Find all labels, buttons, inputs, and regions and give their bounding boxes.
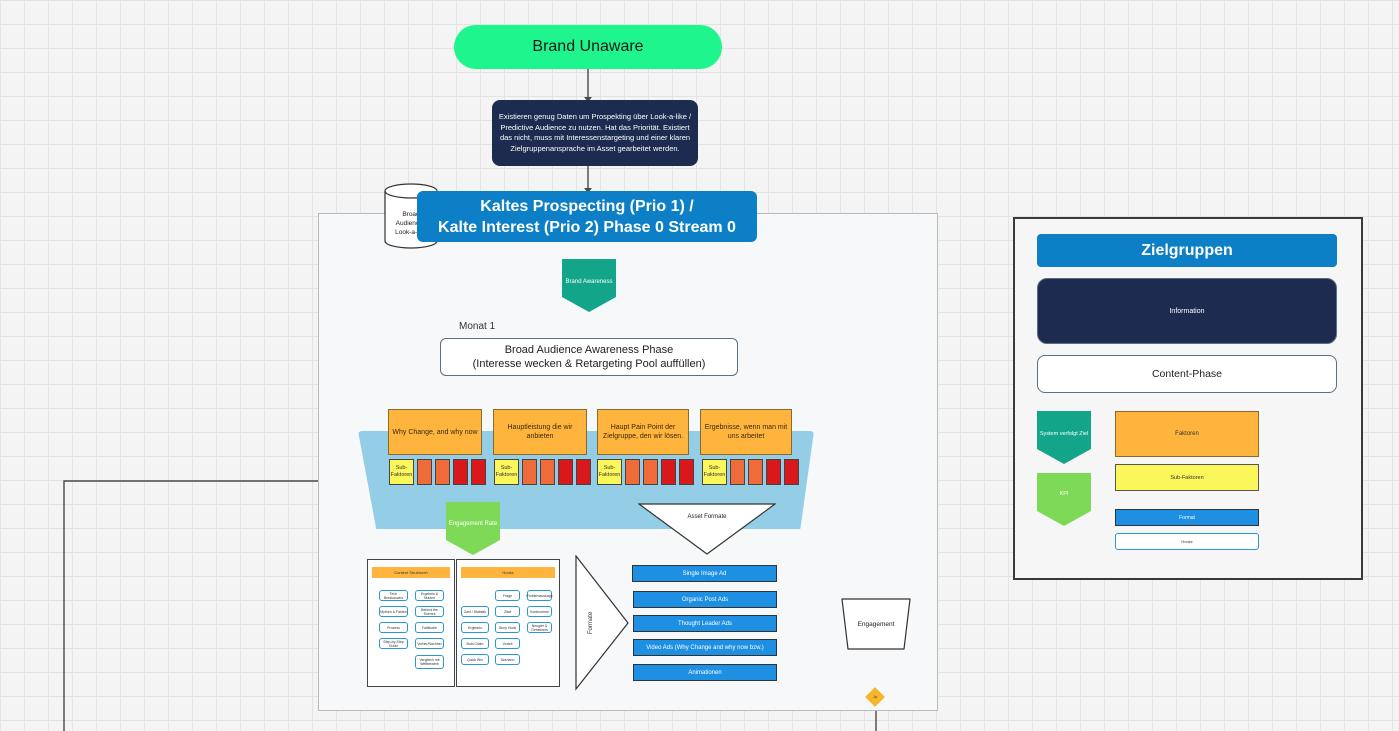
content-chip[interactable]: Vorher/Nachher — [415, 638, 444, 649]
start-label: Brand Unaware — [532, 38, 644, 55]
hook-chip[interactable]: Bold Claim — [461, 638, 489, 649]
asset-format-item[interactable]: Animationen — [633, 664, 777, 681]
content-chip[interactable]: Behind the Scenes — [415, 606, 444, 617]
hook-chip[interactable]: Problemaussage — [526, 590, 553, 601]
subfactor-cell[interactable] — [435, 459, 450, 485]
month-label: Monat 1 — [459, 321, 496, 332]
factor-box[interactable]: Hauptleistung die wir anbieten — [493, 409, 587, 455]
awareness-phase-box[interactable]: Broad Audience Awareness Phase (Interess… — [440, 338, 738, 376]
stream-header[interactable]: Kaltes Prospecting (Prio 1) / Kalte Inte… — [417, 191, 757, 242]
engagement-rate-kpi-shape[interactable] — [446, 502, 500, 556]
legend-kpi-label: KPI — [1059, 491, 1069, 497]
legend-format[interactable]: Format — [1115, 509, 1259, 526]
content-structures-column: Content Strukturen Tech Breakdowns Ergeb… — [367, 559, 455, 687]
legend-kpi-goal-shape[interactable] — [1037, 411, 1091, 465]
subfactor-cell[interactable] — [471, 459, 486, 485]
asset-format-item[interactable]: Thought Leader Ads — [633, 615, 777, 632]
column-header: Hooks — [461, 567, 555, 578]
subfactor-cell[interactable] — [679, 459, 694, 485]
subfactor-row: Sub-Faktoren — [597, 459, 694, 485]
content-chip[interactable]: Tech Breakdowns — [379, 590, 408, 601]
subfactor-row: Sub-Faktoren — [494, 459, 591, 485]
subfactor-row: Sub-Faktoren — [389, 459, 486, 485]
subfactor-box[interactable]: Sub-Faktoren — [494, 459, 519, 485]
subfactor-cell[interactable] — [661, 459, 676, 485]
hook-chip[interactable]: Szenario — [495, 654, 520, 665]
content-chip[interactable]: Step-by-Step Guide — [379, 638, 408, 649]
hook-chip[interactable]: Neugier & Geheimnis — [527, 622, 552, 633]
engagement-node-label: Engagement — [857, 620, 895, 628]
subfactor-box[interactable]: Sub-Faktoren — [389, 459, 414, 485]
content-chip[interactable]: Vergleich mit Wettbewerb — [415, 655, 444, 669]
formate-label: Formate — [588, 611, 594, 635]
header-line-1: Kaltes Prospecting (Prio 1) / — [480, 197, 694, 215]
subfactor-cell[interactable] — [643, 459, 658, 485]
asset-format-item[interactable]: Video Ads (Why Change and why now bzw.) — [633, 639, 777, 656]
factor-box[interactable]: Why Change, and why now — [388, 409, 482, 455]
subfactor-box[interactable]: Sub-Faktoren — [597, 459, 622, 485]
legend-title: Zielgruppen — [1037, 234, 1337, 267]
factor-box[interactable]: Haupt Pain Point der Zielgruppe, den wir… — [597, 409, 689, 455]
legend-kpi-shape[interactable] — [1037, 473, 1091, 527]
hook-chip[interactable]: Vorteil — [495, 638, 520, 649]
asset-format-item[interactable]: Organic Post Ads — [633, 591, 777, 608]
brand-awareness-kpi-shape[interactable] — [562, 259, 616, 313]
asset-format-item[interactable]: Single Image Ad — [632, 565, 777, 582]
question-text: Existieren genug Daten um Prospekting üb… — [498, 112, 692, 153]
header-line-2: Kalte Interest (Prio 2) Phase 0 Stream 0 — [438, 218, 736, 236]
content-chip[interactable]: Fallstudie — [415, 622, 444, 633]
hook-chip[interactable]: Frage — [495, 590, 520, 601]
content-chip[interactable]: Ergebnis & Nutzen — [415, 590, 444, 601]
hook-chip[interactable]: Zitat — [495, 606, 520, 617]
asset-formate-label: Asset Formate — [687, 514, 727, 520]
subfactor-row: Sub-Faktoren — [702, 459, 799, 485]
phase-line-2: (Interesse wecken & Retargeting Pool auf… — [472, 358, 706, 370]
engagement-rate-label: Engagement Rate — [448, 521, 498, 527]
factor-label: Hauptleistung die wir anbieten — [507, 424, 573, 440]
subfactor-cell[interactable] — [730, 459, 745, 485]
hook-chip[interactable]: Zahl / Statistik — [461, 606, 489, 617]
cylinder-label: Broad Audience / Look-a-like — [395, 210, 427, 236]
start-node[interactable]: Brand Unaware — [454, 25, 722, 69]
hook-chip[interactable]: Quick Win — [461, 654, 489, 665]
hook-chip[interactable]: Story Hook — [495, 622, 520, 633]
formate-triangle[interactable] — [575, 555, 629, 691]
subfactor-cell[interactable] — [522, 459, 537, 485]
engagement-node-shape[interactable] — [840, 597, 912, 653]
phase-line-1: Broad Audience Awareness Phase — [504, 344, 674, 356]
legend-content-phase[interactable]: Content-Phase — [1037, 355, 1337, 393]
factor-label: Ergebnisse, wenn man mit uns arbeitet — [704, 424, 788, 440]
legend-panel: Zielgruppen Information Content-Phase Sy… — [1013, 217, 1363, 580]
factor-box[interactable]: Ergebnisse, wenn man mit uns arbeitet — [700, 409, 792, 455]
subfactor-cell[interactable] — [766, 459, 781, 485]
hook-chip[interactable]: Kontroverse — [527, 606, 552, 617]
hook-chip[interactable]: Ergebnis — [461, 622, 489, 633]
subfactor-cell[interactable] — [748, 459, 763, 485]
brand-awareness-label: Brand Awareness — [565, 279, 613, 285]
subfactor-cell[interactable] — [576, 459, 591, 485]
subfactor-box[interactable]: Sub-Faktoren — [702, 459, 727, 485]
legend-information[interactable]: Information — [1037, 278, 1337, 344]
legend-hooks[interactable]: Hooks — [1115, 533, 1259, 550]
subfactor-cell[interactable] — [417, 459, 432, 485]
factor-label: Haupt Pain Point der Zielgruppe, den wir… — [602, 424, 684, 440]
subfactor-cell[interactable] — [540, 459, 555, 485]
legend-kpi-goal-label: System verfolgt Ziel — [1039, 431, 1089, 437]
subfactor-cell[interactable] — [453, 459, 468, 485]
decision-question[interactable]: Existieren genug Daten um Prospekting üb… — [492, 100, 698, 166]
subfactor-cell[interactable] — [784, 459, 799, 485]
content-chip[interactable]: Prozess — [379, 622, 408, 633]
subfactor-cell[interactable] — [558, 459, 573, 485]
content-chip[interactable]: Mythen & Fakten — [379, 606, 408, 617]
asset-formate-triangle[interactable] — [638, 503, 776, 555]
column-header: Content Strukturen — [372, 567, 450, 578]
hooks-column: Hooks Frage Problemaussage Zahl / Statis… — [456, 559, 560, 687]
subfactor-cell[interactable] — [625, 459, 640, 485]
legend-subfactors[interactable]: Sub-Faktoren — [1115, 464, 1259, 491]
legend-factors[interactable]: Faktoren — [1115, 411, 1259, 457]
factor-label: Why Change, and why now — [392, 428, 478, 436]
decision-label: Ja — [873, 695, 877, 699]
